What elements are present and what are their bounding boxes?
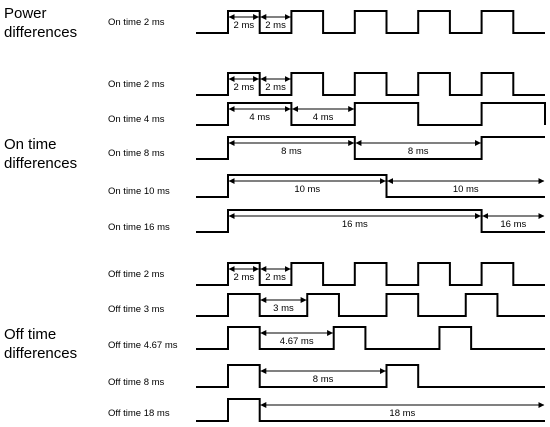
dimension-label-4-1: 10 ms [453, 184, 479, 195]
row-label-on-2ms: On time 2 ms [108, 79, 165, 90]
dimension-label-3-1: 8 ms [408, 146, 429, 157]
waveform-4 [196, 174, 545, 198]
dimension-label-0-1: 2 ms [265, 20, 286, 31]
row-label-on-8ms: On time 8 ms [108, 148, 165, 159]
dimension-label-2-1: 4 ms [313, 112, 334, 123]
waveform-8 [196, 326, 545, 350]
row-label-on-10ms: On time 10 ms [108, 186, 170, 197]
row-label-off-4-67ms: Off time 4.67 ms [108, 340, 178, 351]
dimension-label-2-0: 4 ms [249, 112, 270, 123]
row-label-off-3ms: Off time 3 ms [108, 304, 165, 315]
dimension-label-6-1: 2 ms [265, 272, 286, 283]
dimension-label-5-0: 16 ms [342, 219, 368, 230]
dimension-label-0-0: 2 ms [234, 20, 255, 31]
waveform-10 [196, 398, 545, 422]
group-label-on-time: On time differences [4, 136, 78, 172]
waveform-3 [196, 136, 545, 160]
dimension-label-1-1: 2 ms [265, 82, 286, 93]
group-label-power: Power differences [4, 5, 78, 41]
dimension-label-8-0: 4.67 ms [280, 336, 314, 347]
dimension-label-4-0: 10 ms [294, 184, 320, 195]
dimension-label-10-0: 18 ms [389, 408, 415, 419]
waveform-7 [196, 293, 545, 317]
row-label-off-2ms: Off time 2 ms [108, 269, 165, 280]
waveform-6 [196, 262, 545, 286]
dimension-label-1-0: 2 ms [234, 82, 255, 93]
row-label-on-4ms: On time 4 ms [108, 114, 165, 125]
dimension-label-3-0: 8 ms [281, 146, 302, 157]
waveform-1 [196, 72, 545, 96]
row-label-on-16ms: On time 16 ms [108, 222, 170, 233]
waveform-9 [196, 364, 545, 388]
dimension-label-5-1: 16 ms [500, 219, 526, 230]
row-label-power-2ms: On time 2 ms [108, 17, 165, 28]
group-label-off-time: Off time differences [4, 326, 78, 362]
row-label-off-8ms: Off time 8 ms [108, 377, 165, 388]
row-label-off-18ms: Off time 18 ms [108, 408, 170, 419]
dimension-label-9-0: 8 ms [313, 374, 334, 385]
waveform-5 [196, 209, 545, 233]
waveform-0 [196, 10, 545, 34]
dimension-label-6-0: 2 ms [234, 272, 255, 283]
dimension-label-7-0: 3 ms [273, 303, 294, 314]
waveform-2 [196, 102, 546, 126]
